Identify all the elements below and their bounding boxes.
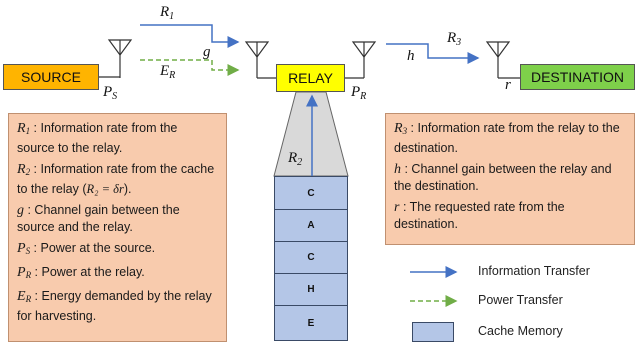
def-g: g : Channel gain between the source and … (17, 203, 180, 234)
def-er: ER : Energy demanded by the relay for ha… (17, 289, 212, 323)
cache-funnel (273, 91, 349, 177)
r2-label: R2 (288, 150, 303, 168)
source-antenna-icon (99, 39, 133, 78)
source-node: SOURCE (3, 64, 99, 90)
def-pr: PR : Power at the relay. (17, 265, 145, 280)
h-label: h (407, 48, 415, 64)
legend-power-label: Power Transfer (478, 293, 563, 307)
left-definitions-box: R1 : Information rate from the source to… (8, 113, 227, 342)
er-power-arrow (140, 59, 240, 76)
legend-info-label: Information Transfer (478, 264, 590, 278)
cache-cell: E (274, 305, 348, 341)
cache-cell: C (274, 241, 348, 274)
cache-cell: H (274, 273, 348, 306)
r1-info-arrow (140, 24, 240, 48)
right-definitions-box: R3 : Information rate from the relay to … (385, 113, 635, 245)
destination-node: DESTINATION (520, 64, 635, 90)
destination-antenna-icon (485, 41, 520, 79)
r1-label: R1 (160, 4, 175, 22)
relay-tx-antenna-icon (345, 41, 377, 79)
relay-node: RELAY (276, 64, 345, 92)
legend-cache-swatch (412, 322, 454, 342)
r3-label: R3 (447, 30, 462, 48)
cache-cell: C (274, 176, 348, 210)
er-label: ER (160, 63, 176, 81)
def-r2: R2 : Information rate from the cache to … (17, 162, 215, 196)
pr-label: PR (351, 84, 367, 102)
def-r1: R1 : Information rate from the source to… (17, 121, 178, 155)
def-h: h : Channel gain between the relay and t… (394, 162, 612, 193)
def-r: r : The requested rate from the destinat… (394, 200, 565, 231)
relay-rx-antenna-icon (244, 41, 276, 79)
r-label: r (505, 77, 511, 93)
ps-label: PS (103, 84, 118, 102)
g-label: g (203, 44, 211, 60)
r3-info-arrow (386, 43, 480, 64)
def-r3: R3 : Information rate from the relay to … (394, 121, 620, 155)
cache-cell: A (274, 209, 348, 242)
legend-cache-label: Cache Memory (478, 324, 563, 338)
def-ps: PS : Power at the source. (17, 241, 156, 256)
